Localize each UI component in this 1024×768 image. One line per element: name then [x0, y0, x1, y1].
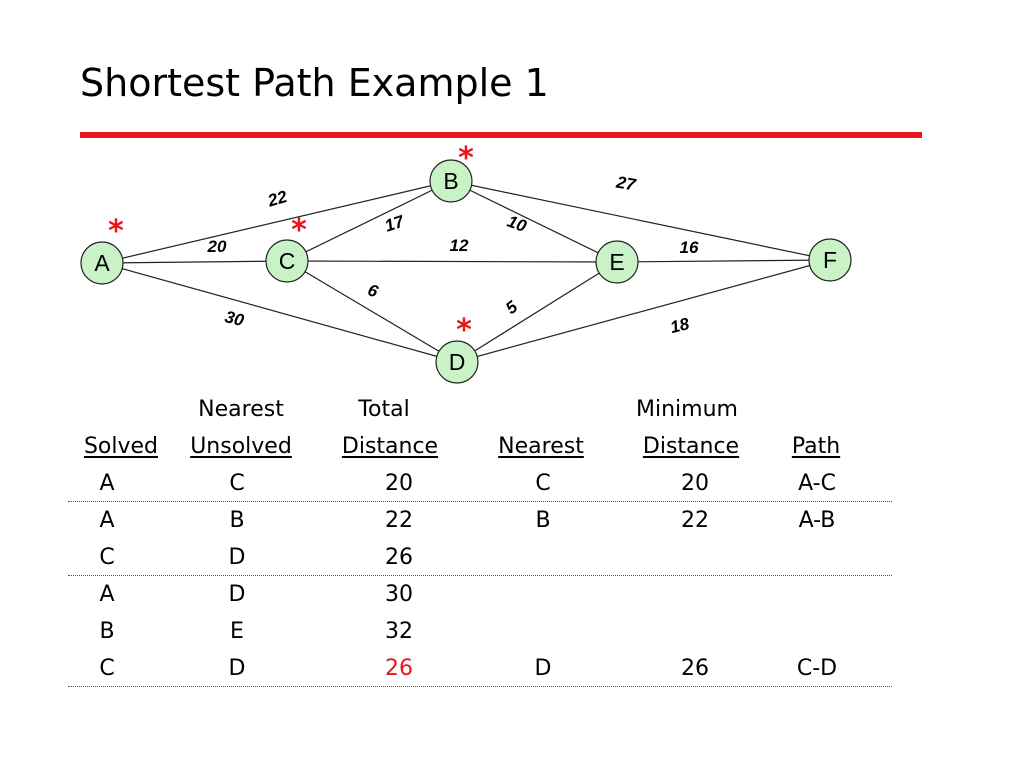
edge-b-e [450, 180, 618, 263]
node-label: A [94, 250, 110, 276]
edge-d-e [456, 261, 618, 363]
node-f: F [808, 238, 852, 282]
cell-total-distance: 26 [385, 656, 413, 681]
header-min-distance: Distance [642, 434, 740, 459]
header-total-top: Total [358, 397, 410, 422]
node-label: B [443, 168, 458, 194]
node-c: C [265, 239, 309, 283]
cell-unsolved: D [228, 582, 246, 607]
node-circle [435, 340, 479, 384]
cell-nearest: C [535, 471, 551, 496]
cell-min-distance: 20 [681, 471, 709, 496]
cell-min-distance: 22 [681, 508, 709, 533]
edge-c-d [286, 260, 458, 363]
cell-path: A-C [798, 471, 836, 496]
header-nearest: Nearest [498, 434, 584, 459]
edge-weight-c-d: 6 [365, 280, 381, 301]
cell-solved: B [99, 619, 115, 644]
cell-total-distance: 30 [385, 582, 413, 607]
edge-e-f [616, 259, 831, 263]
title-underline [80, 132, 922, 138]
row-separator [68, 501, 892, 502]
edge-b-c [286, 180, 452, 262]
header-minimum-top: Minimum [636, 397, 738, 422]
cell-total-distance: 32 [385, 619, 413, 644]
node-b: B [429, 159, 473, 203]
cell-unsolved: D [228, 545, 246, 570]
edges [101, 180, 831, 363]
cell-unsolved: E [230, 619, 244, 644]
cell-unsolved: B [229, 508, 245, 533]
header-path: Path [791, 434, 841, 459]
cell-solved: C [99, 545, 115, 570]
cell-path: C-D [796, 656, 838, 681]
header-total-distance: Distance [341, 434, 439, 459]
node-circle [595, 240, 639, 284]
node-d: D [435, 340, 479, 384]
page-title: Shortest Path Example 1 [80, 61, 549, 105]
node-label: F [823, 247, 837, 273]
cell-nearest: D [534, 656, 552, 681]
cell-solved: A [99, 508, 115, 533]
edge-a-c [101, 260, 288, 264]
edge-weight-a-c: 20 [207, 237, 227, 256]
cell-total-distance: 22 [385, 508, 413, 533]
cell-nearest: B [535, 508, 551, 533]
cell-total-distance: 26 [385, 545, 413, 570]
row-separator [68, 575, 892, 576]
edge-weight-e-f: 16 [680, 238, 699, 257]
cell-path: A-B [798, 508, 836, 533]
edge-weight-b-f: 27 [614, 172, 638, 194]
solved-marker-b: * [458, 141, 474, 176]
edge-weight-c-e: 12 [450, 236, 469, 255]
cell-solved: A [99, 471, 115, 496]
header-nearest-top: Nearest [198, 397, 284, 422]
edge-weight-d-e: 5 [502, 297, 522, 318]
edge-weight-a-b: 22 [265, 187, 290, 211]
solved-marker-a: * [108, 214, 124, 249]
header-solved: Solved [83, 434, 159, 459]
edge-weight-a-d: 30 [223, 307, 246, 330]
edge-b-f [450, 180, 831, 261]
edge-weight-d-f: 18 [668, 314, 691, 337]
node-e: E [595, 240, 639, 284]
edge-a-d [101, 262, 458, 363]
node-label: D [449, 349, 466, 375]
edge-weight-b-e: 10 [505, 212, 530, 237]
cell-solved: A [99, 582, 115, 607]
node-circle [429, 159, 473, 203]
solved-markers: * * * * [108, 141, 474, 348]
solved-marker-c: * [291, 213, 307, 248]
edge-d-f [456, 259, 831, 363]
nodes: A B C D E F [80, 159, 852, 384]
node-label: E [609, 249, 624, 275]
node-label: C [279, 248, 296, 274]
shortest-path-graph: 22 20 30 17 10 27 12 6 5 16 18 A B C D E F * * * * [80, 141, 852, 384]
cell-total-distance: 20 [385, 471, 413, 496]
header-unsolved: Unsolved [190, 434, 292, 459]
cell-unsolved: C [229, 471, 245, 496]
cell-solved: C [99, 656, 115, 681]
cell-min-distance: 26 [681, 656, 709, 681]
solved-marker-d: * [456, 313, 472, 348]
edge-a-b [101, 180, 452, 264]
node-a: A [80, 241, 124, 285]
node-circle [808, 238, 852, 282]
cell-unsolved: D [228, 656, 246, 681]
node-circle [265, 239, 309, 283]
row-separator [68, 686, 892, 687]
edge-weight-b-c: 17 [382, 211, 407, 235]
edge-c-e [286, 260, 618, 263]
node-circle [80, 241, 124, 285]
